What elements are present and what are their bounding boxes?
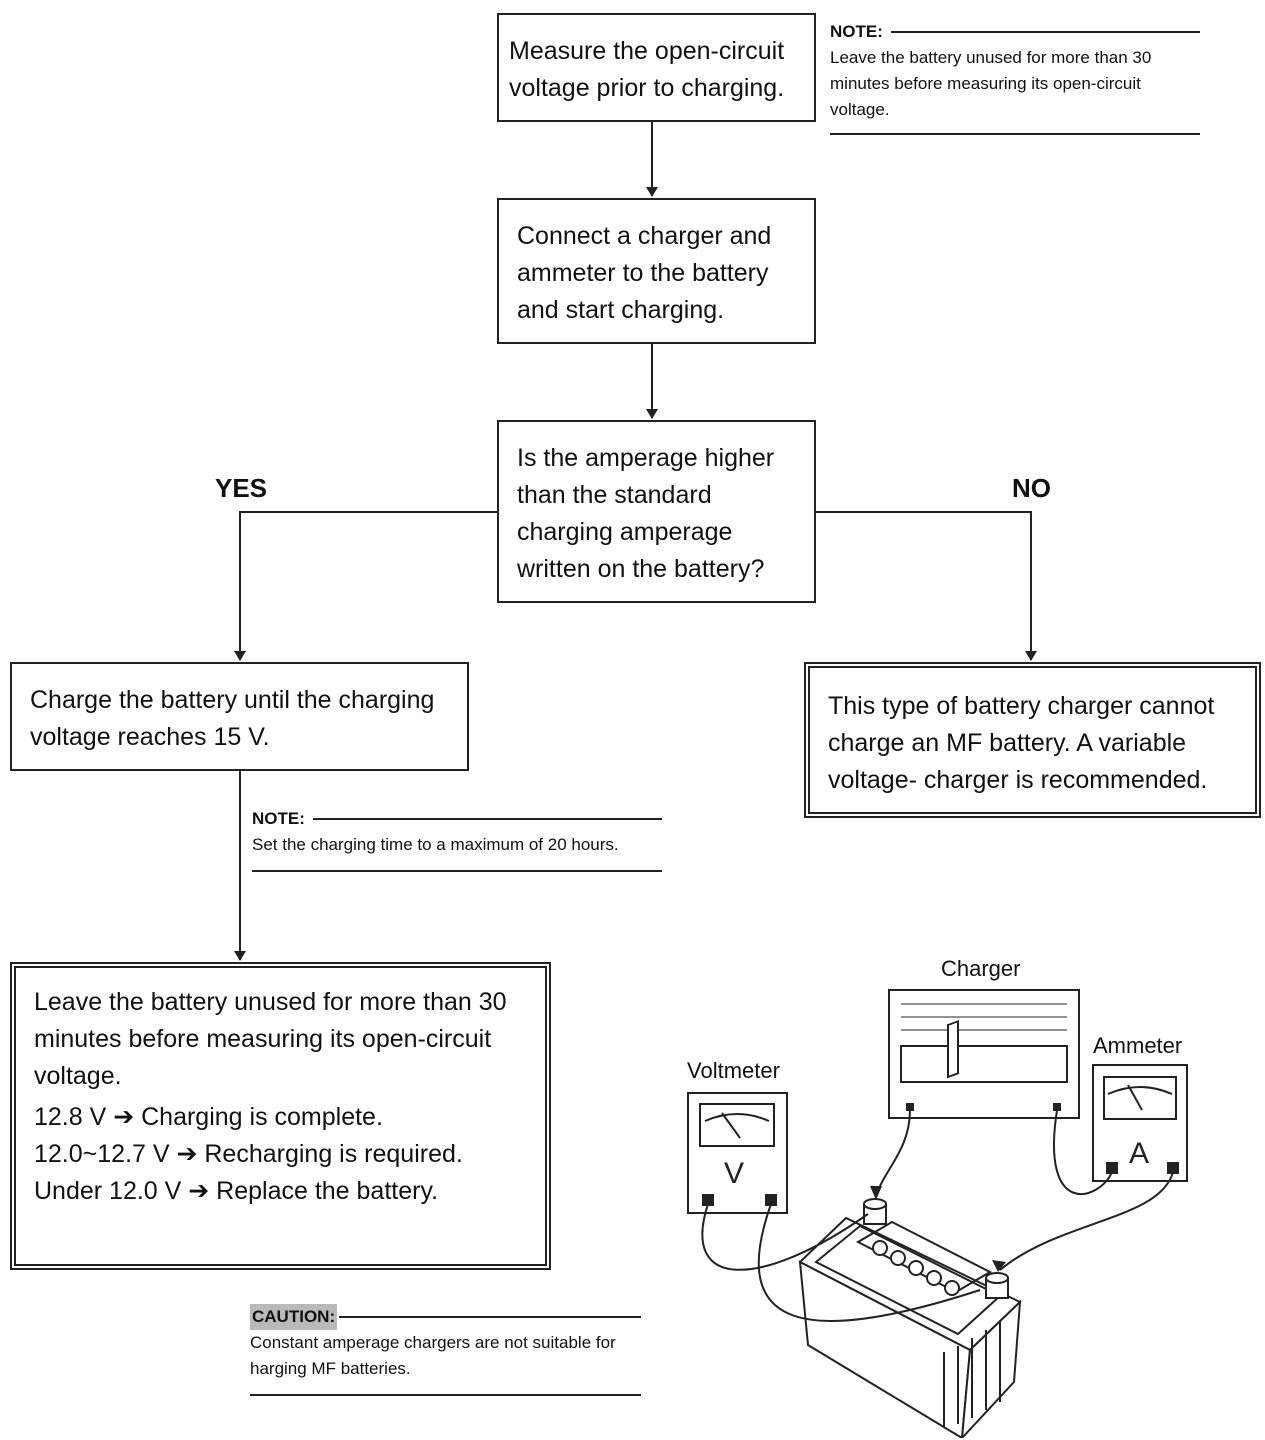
voltmeter-negative-lead [757, 1203, 981, 1322]
step-connect-charger: Connect a charger and ammeter to the bat… [497, 198, 816, 344]
voltmeter-symbol: V [724, 1157, 744, 1190]
step-text-line: charging amperage [517, 518, 733, 546]
step-text-line: voltage reaches 15 V. [30, 723, 270, 751]
note-text-line: voltage. [830, 100, 890, 119]
ammeter-to-battery-cable [999, 1171, 1174, 1271]
step-text-line: This type of battery charger cannot [828, 692, 1215, 720]
charger-unit [888, 989, 1080, 1119]
result-line: 12.0~12.7 V ➔ Recharging is required. [34, 1140, 463, 1168]
charger-negative-cable [1053, 1109, 1113, 1195]
note-top: NOTE: Leave the battery unused for more … [830, 19, 1200, 135]
step-text-line: voltage prior to charging. [509, 74, 785, 102]
step-text-line: Is the amperage higher [517, 444, 775, 472]
step-text-line: Measure the open-circuit [509, 37, 785, 65]
note-text-line: Set the charging time to a maximum of 20… [252, 835, 619, 854]
step-text-line: written on the battery? [517, 555, 765, 583]
battery-charging-illustration: V A [687, 989, 1188, 1438]
step-text-line: than the standard [517, 481, 712, 509]
caution-note: CAUTION: Constant amperage chargers are … [250, 1304, 641, 1396]
step-text-line: voltage. [34, 1062, 122, 1090]
step-text-line: Charge the battery until the charging [30, 686, 435, 714]
ammeter-symbol: A [1129, 1137, 1149, 1170]
step-text-line: voltage- charger is recommended. [828, 766, 1208, 794]
note-title: NOTE: [830, 22, 883, 41]
note-text-line: Leave the battery unused for more than 3… [830, 48, 1152, 67]
step-text-line: ammeter to the battery [517, 259, 769, 287]
step-check-open-circuit-voltage: Leave the battery unused for more than 3… [10, 962, 551, 1270]
charger-label: Charger [941, 956, 1021, 981]
voltmeter-label: Voltmeter [687, 1058, 780, 1083]
branch-no-label: NO [1012, 473, 1051, 503]
step-text-line: Leave the battery unused for more than 3… [34, 988, 507, 1016]
result-line: Under 12.0 V ➔ Replace the battery. [34, 1177, 439, 1205]
result-charger-unsuitable: This type of battery charger cannot char… [804, 662, 1261, 818]
step-text-line: charge an MF battery. A variable [828, 729, 1187, 757]
caution-title: CAUTION: [250, 1304, 338, 1330]
arrow-no-branch [815, 511, 1037, 661]
note-charging-time: NOTE: Set the charging time to a maximum… [252, 806, 662, 872]
caution-text-line: Constant amperage chargers are not suita… [250, 1333, 616, 1352]
arrow-yes-branch [234, 511, 498, 661]
result-line: 12.8 V ➔ Charging is complete. [34, 1103, 383, 1131]
voltmeter-positive-lead [701, 1203, 869, 1271]
branch-yes-label: YES [215, 473, 268, 503]
step-charge-to-15v: Charge the battery until the charging vo… [10, 662, 469, 771]
voltmeter-unit [687, 1092, 788, 1214]
note-text-line: minutes before measuring its open-circui… [830, 74, 1141, 93]
ammeter-unit [1092, 1064, 1188, 1182]
battery-body [798, 1019, 1022, 1438]
decision-amperage-question: Is the amperage higher than the standard… [497, 420, 816, 603]
step-measure-voltage: Measure the open-circuit voltage prior t… [497, 13, 816, 122]
ammeter-label: Ammeter [1093, 1033, 1183, 1058]
caution-text-line: harging MF batteries. [250, 1359, 411, 1378]
step-text-line: and start charging. [517, 296, 725, 324]
step-text-line: minutes before measuring its open-circui… [34, 1025, 492, 1053]
note-title: NOTE: [252, 809, 305, 828]
step-text-line: Connect a charger and [517, 222, 772, 250]
charger-positive-cable [875, 1109, 911, 1197]
